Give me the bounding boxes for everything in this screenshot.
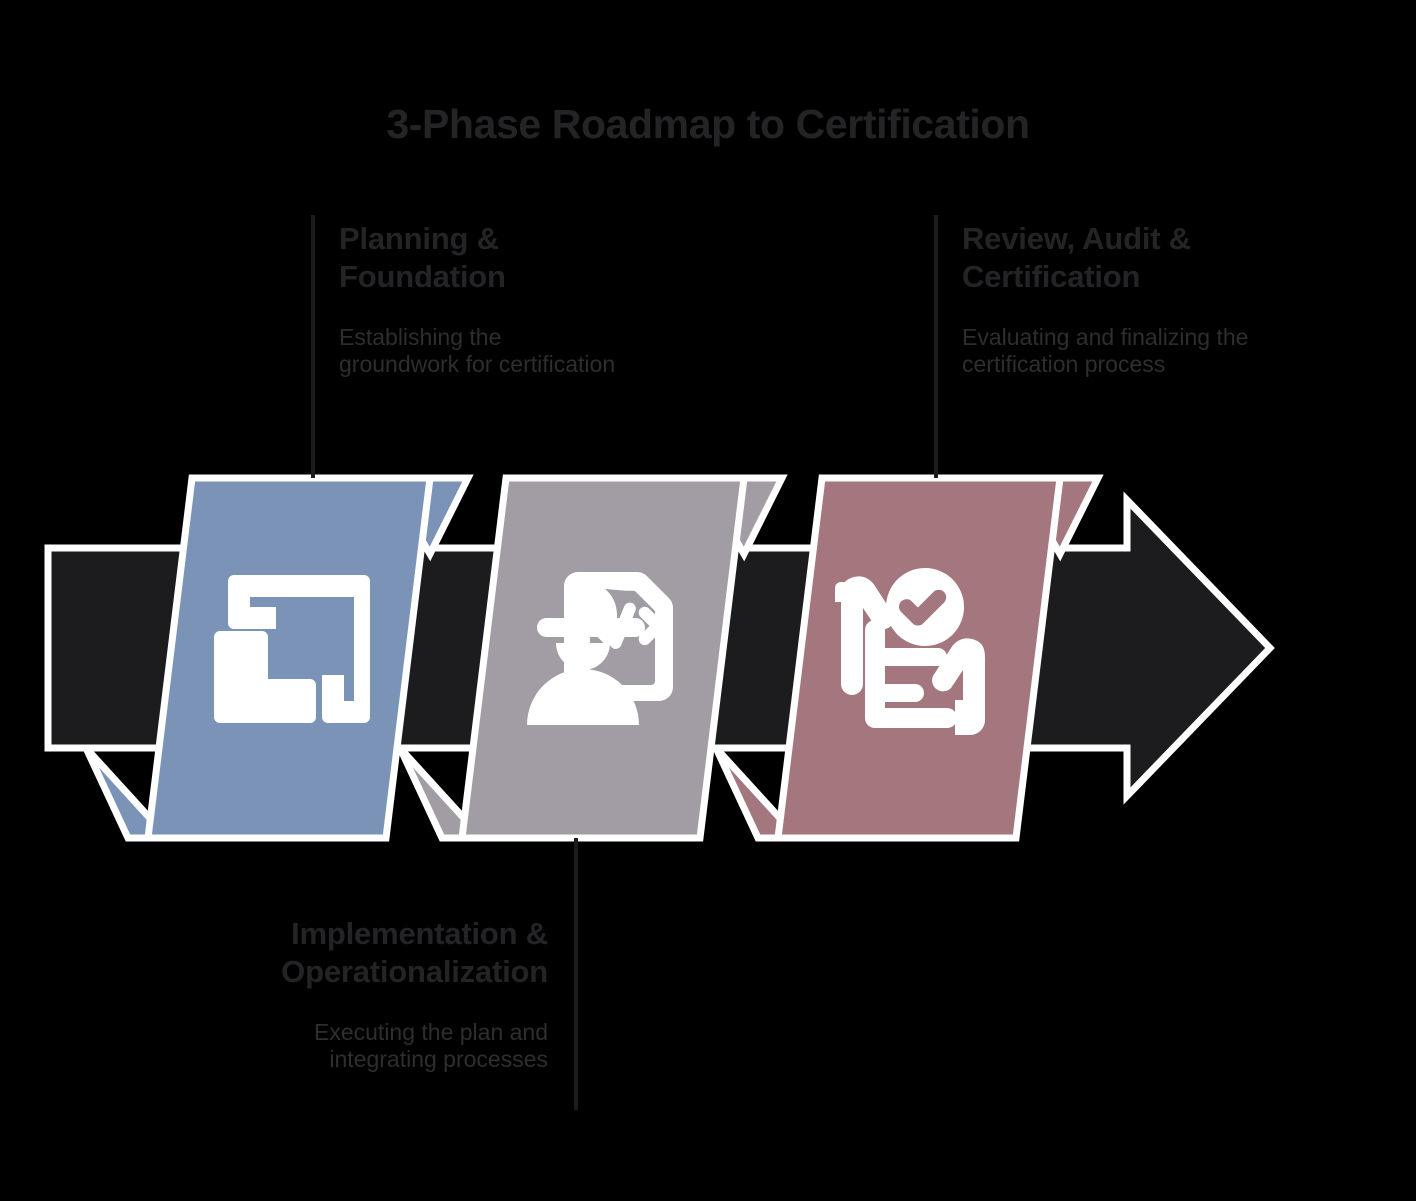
phase-2-label: Implementation & Operationalization Exec… (176, 915, 548, 1074)
phase-2-spacer (176, 991, 548, 1019)
phase-2-title: Implementation & Operationalization (176, 915, 548, 991)
phase-1-ribbon[interactable] (82, 474, 474, 842)
phase-3-desc-line-2: certification process (962, 351, 1166, 378)
phase-3-title-line-2: Certification (962, 258, 1141, 294)
phase-1-title-line-1: Planning & (339, 221, 499, 256)
phase-2-desc-line-1: Executing the plan and (313, 1018, 548, 1045)
phase-2-description: Executing the plan and integrating proce… (176, 1019, 548, 1074)
phase-1-desc-line-1: Establishing the (339, 323, 502, 350)
phase-3-desc-line-1: Evaluating and finalizing the (962, 323, 1249, 350)
phase-1-desc-line-2: groundwork for certification (339, 351, 616, 378)
phase-1-title: Planning & Foundation (339, 220, 719, 296)
phase-2-ribbon[interactable] (396, 474, 788, 842)
phase-3-ribbon[interactable] (712, 474, 1104, 842)
phase-3-label: Review, Audit & Certification Evaluating… (962, 220, 1362, 379)
phase-2-title-line-2: Operationalization (281, 953, 548, 989)
hands-checklist-approved-icon (835, 568, 985, 735)
phase-3-title-line-1: Review, Audit & (962, 221, 1191, 256)
phase-1-label: Planning & Foundation Establishing the g… (339, 220, 719, 379)
phase-1-panel[interactable] (144, 474, 434, 842)
phase-2-title-line-1: Implementation & (291, 916, 548, 951)
phase-1-spacer (339, 296, 719, 324)
phase-3-description: Evaluating and finalizing the certificat… (962, 324, 1362, 379)
phase-2-desc-line-2: integrating processes (329, 1046, 548, 1073)
phase-1-title-line-2: Foundation (339, 258, 506, 294)
page-title: 3-Phase Roadmap to Certification (386, 101, 1030, 147)
phase-3-title: Review, Audit & Certification (962, 220, 1362, 296)
phase-3-spacer (962, 296, 1362, 324)
phase-1-description: Establishing the groundwork for certific… (339, 324, 719, 379)
blueprint-planning-icon (214, 575, 370, 723)
engineer-code-document-icon (527, 572, 674, 725)
